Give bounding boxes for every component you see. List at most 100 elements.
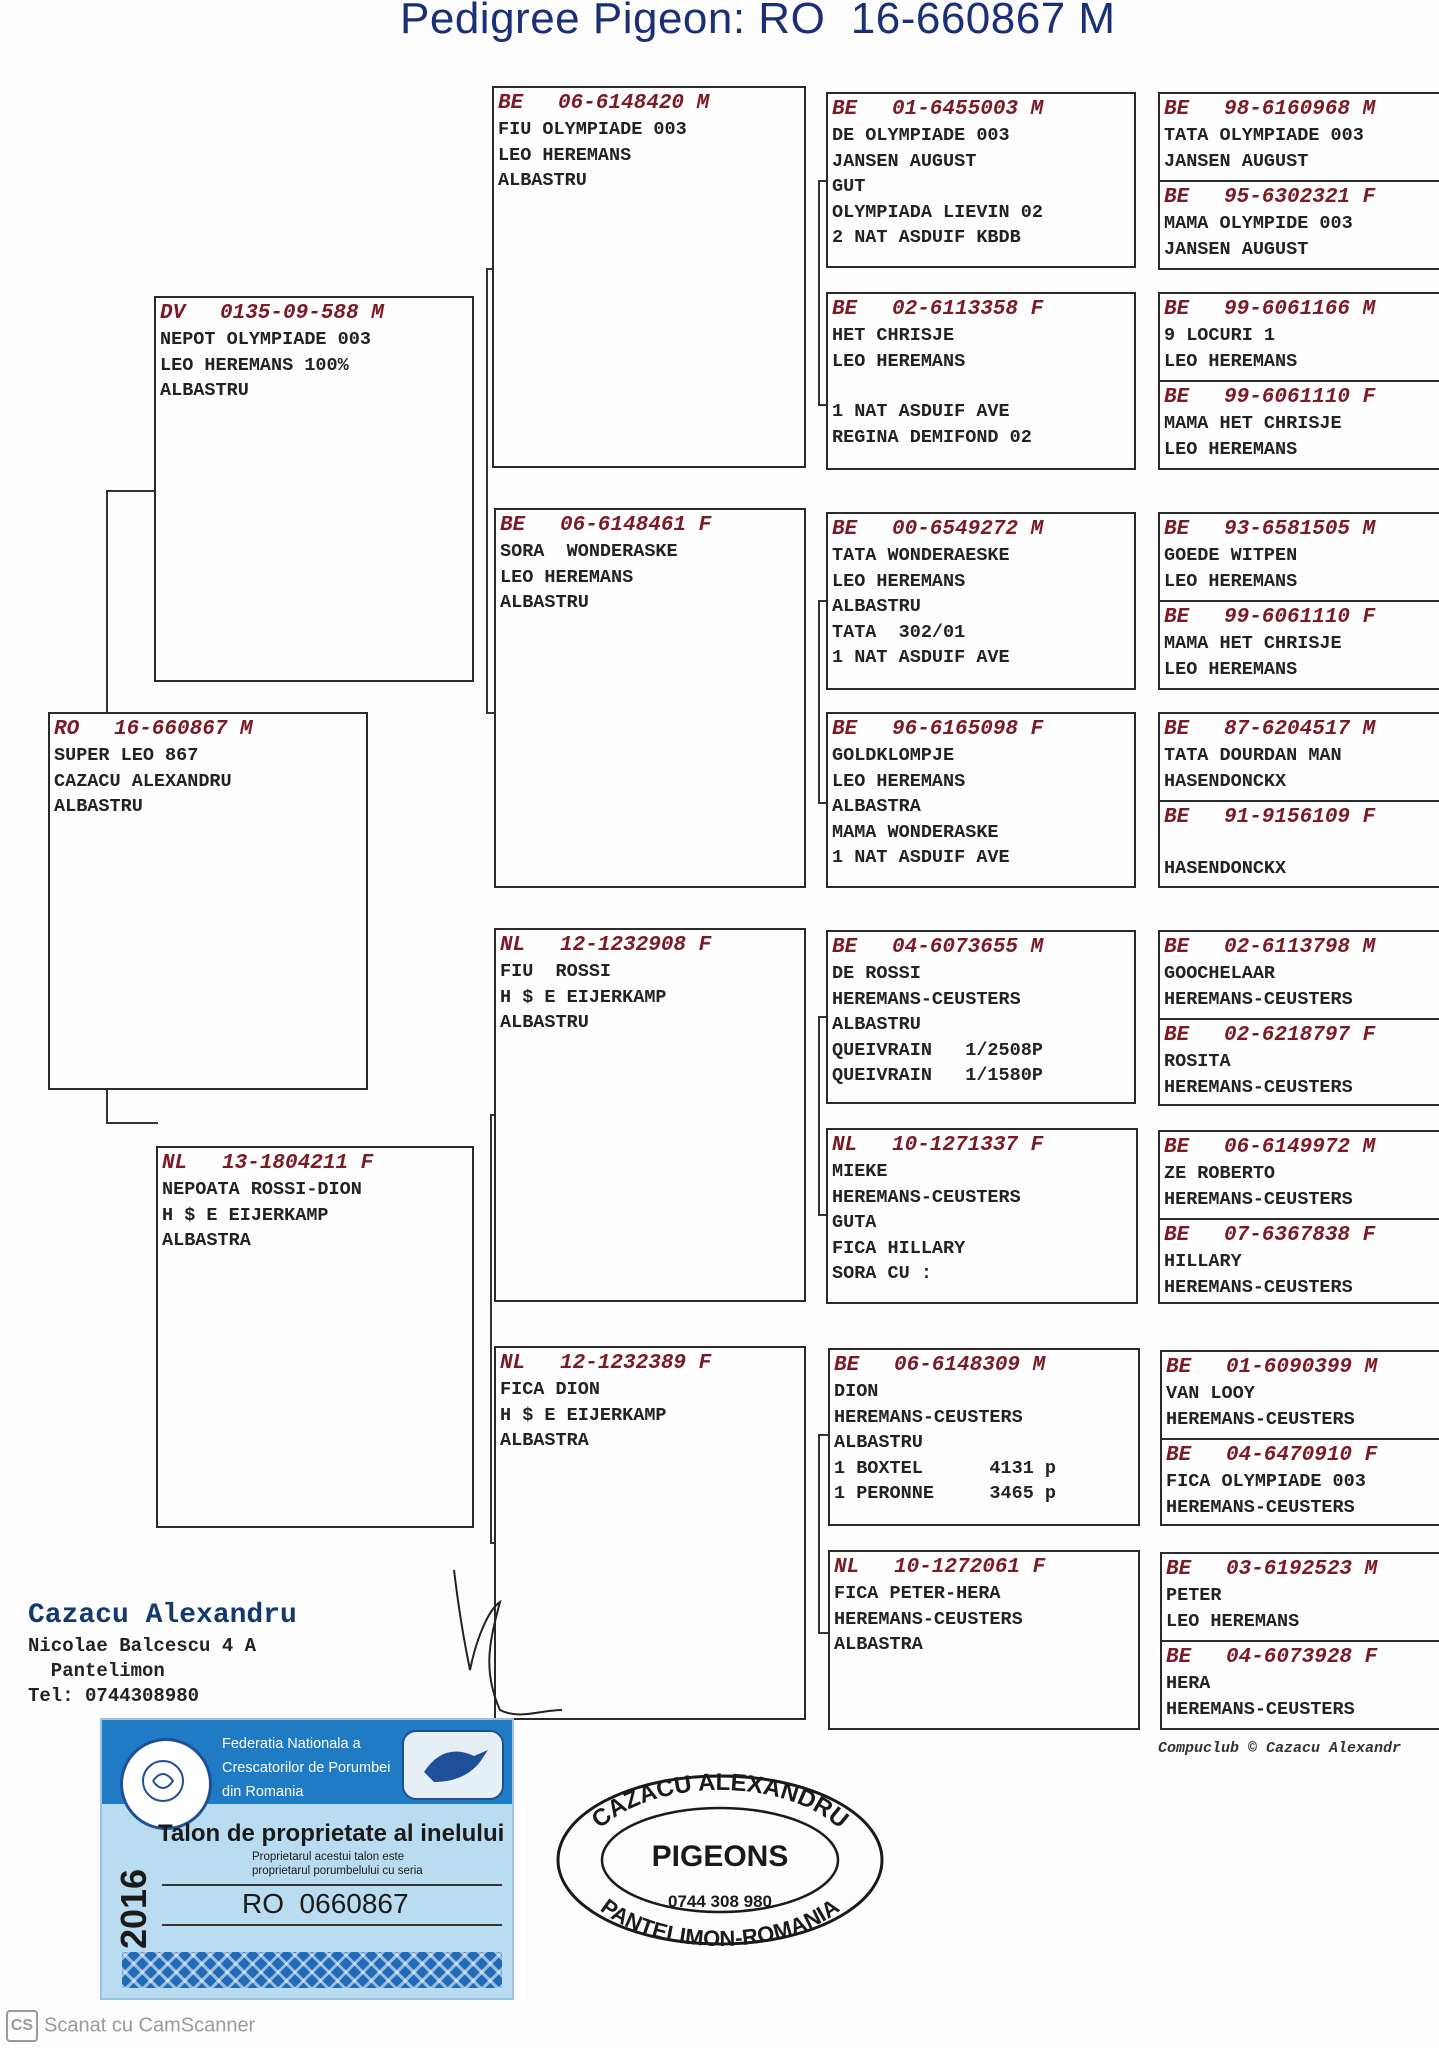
sex-marker: M [371, 302, 384, 325]
pigeon-name: SORA WONDERASKE [500, 541, 678, 562]
ring-ownership-card: Federatia Nationala a Crescatorilor de P… [100, 1718, 514, 2000]
stamp-phone: 0744 308 980 [668, 1892, 772, 1911]
pigeon-name: GOOCHELAAR [1164, 963, 1276, 984]
pigeon-color: ALBASTRA [162, 1230, 251, 1251]
country-code: BE [498, 92, 524, 115]
breeder-name: HEREMANS-CEUSTERS [1166, 1496, 1355, 1518]
sex-marker: M [1362, 1136, 1376, 1159]
performance-line: QUEIVRAIN 1/2508P [832, 1039, 1043, 1061]
performance-line: SORA CU : [832, 1263, 932, 1284]
pigeon-name: DION [834, 1381, 879, 1402]
pigeon-name: TATA OLYMPIADE 003 [1164, 125, 1364, 146]
breeder-name: LEO HEREMANS [1164, 350, 1298, 372]
pigeon-name: FICA OLYMPIADE 003 [1166, 1471, 1366, 1492]
performance-line: 1 NAT ASDUIF AVE [832, 847, 1010, 868]
country-code: BE [1164, 518, 1190, 541]
stamp-center-text: PIGEONS [651, 1840, 789, 1873]
ring-number: 87-6204517 [1224, 718, 1351, 741]
country-code: BE [832, 936, 858, 959]
performance-line: FICA HILLARY [832, 1237, 966, 1259]
sex-marker: M [1362, 718, 1376, 741]
pigeon-name: GOEDE WITPEN [1164, 545, 1298, 566]
breeder-name: LEO HEREMANS [498, 144, 632, 166]
country-code: BE [1164, 936, 1190, 959]
pigeon-icon [424, 1750, 488, 1782]
pigeon-name: PETER [1166, 1585, 1222, 1606]
camscanner-icon: CS [6, 2010, 38, 2042]
sex-marker: F [698, 934, 712, 957]
owner-name: Cazacu Alexandru [28, 1600, 297, 1631]
performance-line: 1 BOXTEL 4131 p [834, 1457, 1057, 1479]
rose-icon [142, 1760, 184, 1802]
sex-marker: M [1030, 518, 1044, 541]
breeder-name: LEO HEREMANS [1164, 570, 1298, 592]
ring-number: 04-6073928 [1226, 1646, 1353, 1669]
connector-ggp [1142, 180, 1156, 1660]
pigeon-color: ALBASTRA [834, 1634, 923, 1655]
owner-address: Nicolae Balcescu 4 A [28, 1635, 257, 1657]
ring-number: 99-6061110 [1224, 386, 1351, 409]
connector-gp4 [818, 1434, 830, 1634]
country-code: NL [834, 1556, 860, 1579]
pigeon-name: HERA [1166, 1673, 1211, 1694]
country-code: RO [54, 718, 80, 741]
country-code: BE [1164, 298, 1190, 321]
breeder-name: JANSEN AUGUST [1164, 150, 1309, 172]
breeder-name: H $ E EIJERKAMP [500, 986, 667, 1008]
card-title: Talon de proprietate al inelului [158, 1820, 505, 1847]
sex-marker: F [698, 1352, 712, 1375]
ring-number: 10-1272061 [894, 1556, 1021, 1579]
handwritten-signature [453, 1569, 563, 1716]
breeder-name: H $ E EIJERKAMP [162, 1204, 329, 1226]
pigeon-logo [402, 1730, 504, 1800]
country-code: BE [1164, 606, 1190, 629]
card-rule [162, 1924, 502, 1926]
country-code: BE [1164, 386, 1190, 409]
pigeon-color: GUT [832, 176, 866, 197]
breeder-name: CAZACU ALEXANDRU [54, 770, 232, 792]
card-rule [162, 1884, 502, 1886]
breeder-name: LEO HEREMANS [832, 770, 966, 792]
ring-number: 93-6581505 [1224, 518, 1351, 541]
sex-marker: M [240, 718, 253, 741]
breeder-name: LEO HEREMANS 100% [160, 354, 349, 376]
breeder-name: JANSEN AUGUST [832, 150, 977, 172]
country-code: NL [832, 1134, 858, 1157]
country-code: BE [834, 1354, 860, 1377]
country-code: NL [500, 1352, 526, 1375]
ring-number: 13-1804211 [222, 1152, 349, 1175]
pigeon-color: GUTA [832, 1212, 877, 1233]
card-ring-number: RO 0660867 [242, 1888, 409, 1919]
breeder-name: LEO HEREMANS [500, 566, 634, 588]
sex-marker: F [1364, 1646, 1378, 1669]
federation-name: Federatia Nationala a Crescatorilor de P… [222, 1736, 391, 1800]
pigeon-color: ALBASTRU [832, 1014, 921, 1035]
pigeon-color: ALBASTRU [54, 796, 143, 817]
pigeon-name: 9 LOCURI 1 [1164, 325, 1276, 346]
performance-line: TATA 302/01 [832, 621, 966, 643]
sex-marker: M [1030, 98, 1044, 121]
pigeon-color: ALBASTRU [500, 592, 589, 613]
pigeon-name: ROSITA [1164, 1051, 1231, 1072]
pigeon-name: TATA DOURDAN MAN [1164, 745, 1342, 766]
breeder-name: LEO HEREMANS [832, 350, 966, 372]
